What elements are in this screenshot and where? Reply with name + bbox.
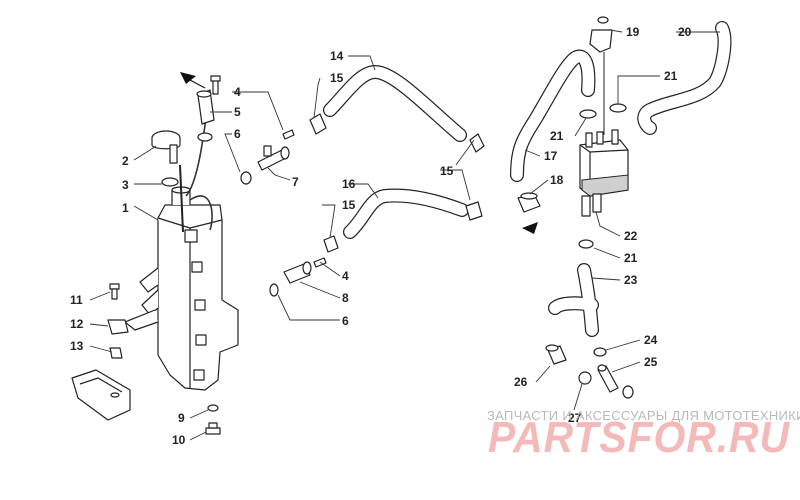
watermark: ЗАПЧАСТИ И АКСЕССУАРЫ ДЛЯ МОТОТЕХНИКИ PA… — [487, 408, 800, 462]
watermark-tagline: ЗАПЧАСТИ И АКСЕССУАРЫ ДЛЯ МОТОТЕХНИКИ — [487, 408, 800, 423]
callout-24: 24 — [644, 333, 658, 347]
fitting-25 — [597, 364, 619, 393]
callout-23: 23 — [624, 273, 638, 287]
callout-17: 17 — [544, 149, 558, 163]
washer-27-left — [578, 371, 592, 385]
callout-22: 22 — [624, 229, 638, 243]
callout-15-c: 15 — [440, 164, 454, 178]
clip-19 — [589, 16, 613, 53]
callout-12: 12 — [70, 317, 84, 331]
y-hose — [548, 263, 599, 337]
watermark-brand: PARTSFOR.RU — [488, 413, 790, 462]
callout-14: 14 — [330, 49, 344, 63]
callout-19: 19 — [626, 25, 640, 39]
bolt-left — [109, 283, 120, 300]
washer-27-right — [622, 385, 634, 399]
callout-1: 1 — [122, 201, 129, 215]
cap-o-ring — [161, 177, 179, 187]
grommet-21-right — [609, 103, 627, 113]
lower-fitting — [283, 261, 312, 284]
bolt-top — [210, 75, 221, 95]
drain-plug — [205, 422, 221, 435]
callout-8: 8 — [342, 291, 349, 305]
callout-15-b: 15 — [342, 198, 356, 212]
elbow-fitting — [196, 89, 215, 125]
callout-7: 7 — [292, 175, 299, 189]
union-26 — [545, 344, 567, 365]
callout-25: 25 — [644, 355, 658, 369]
callout-9: 9 — [178, 411, 185, 425]
callout-21-a: 21 — [664, 69, 678, 83]
callout-20: 20 — [678, 25, 692, 39]
hose-17 — [510, 49, 596, 182]
callout-4-upper: 4 — [234, 85, 241, 99]
screw-upper — [282, 129, 295, 140]
callout-6-lower: 6 — [342, 314, 349, 328]
hose-20 — [637, 21, 732, 135]
nut-left — [109, 347, 123, 359]
grommet-bracket — [107, 319, 129, 335]
leader-lines — [89, 29, 720, 441]
vapor-canister — [579, 129, 629, 217]
callout-10: 10 — [172, 433, 186, 447]
callout-26: 26 — [514, 375, 528, 389]
callout-16: 16 — [342, 177, 356, 191]
mount-bracket — [71, 369, 131, 421]
washer-24 — [593, 347, 607, 357]
o-ring-lower — [269, 283, 279, 297]
callout-11: 11 — [70, 293, 83, 307]
o-ring-mid — [240, 171, 252, 185]
direction-arrow-right — [522, 222, 538, 234]
clamp-15-lower — [323, 201, 483, 253]
direction-arrow-left — [180, 72, 196, 84]
callout-2: 2 — [122, 154, 129, 168]
callout-18: 18 — [550, 173, 564, 187]
callout-3: 3 — [122, 178, 129, 192]
callout-27: 27 — [568, 411, 582, 425]
callout-6-upper: 6 — [234, 127, 241, 141]
callout-21-b: 21 — [550, 129, 564, 143]
clamp-15-upper — [309, 113, 485, 153]
o-ring-upper — [197, 132, 213, 142]
hose-fitting — [257, 145, 290, 171]
callout-labels: 1 2 3 4 4 5 6 6 7 8 9 10 11 12 13 14 15 … — [70, 25, 692, 447]
oil-tank — [124, 104, 239, 391]
callout-5: 5 — [234, 105, 241, 119]
callout-4-lower: 4 — [342, 269, 349, 283]
drain-washer — [207, 404, 219, 412]
hose-16 — [343, 188, 469, 239]
grommet-21-left — [579, 109, 597, 119]
hose-14 — [323, 65, 467, 142]
callout-13: 13 — [70, 339, 84, 353]
callout-21-c: 21 — [624, 251, 638, 265]
tank-cap — [151, 130, 181, 164]
grommet-21-lower — [578, 239, 594, 249]
cap-18 — [517, 192, 541, 213]
callout-15-a: 15 — [330, 71, 344, 85]
